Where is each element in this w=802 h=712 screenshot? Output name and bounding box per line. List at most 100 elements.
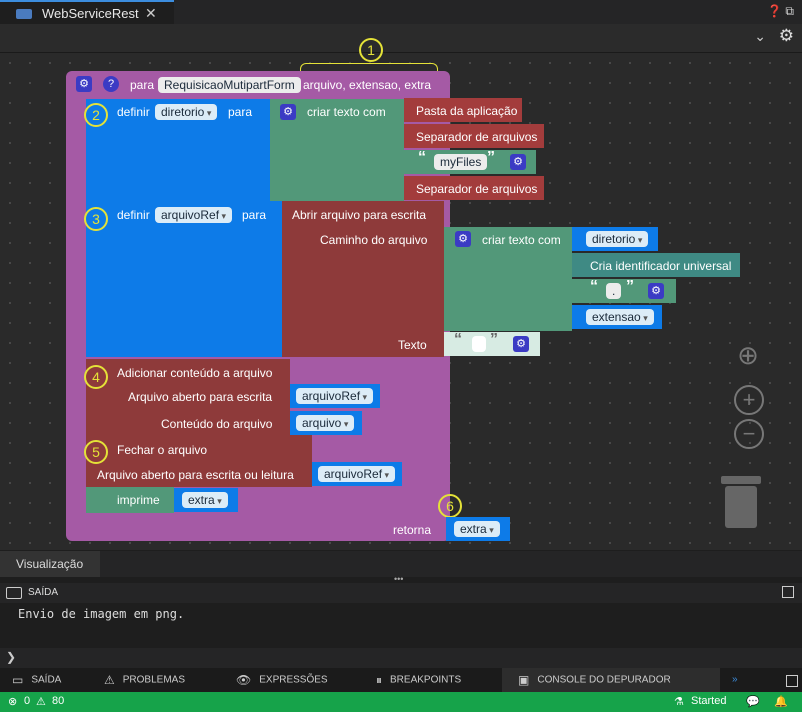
gear-icon[interactable]: ⚙ <box>648 283 664 299</box>
visualization-bar <box>100 551 802 577</box>
var-dropdown-arquivoref[interactable]: arquivoRef <box>296 388 374 404</box>
quote-open: “ <box>418 149 426 166</box>
var-dropdown-diretorio[interactable]: diretorio <box>155 104 218 120</box>
append-file-block[interactable] <box>86 359 290 435</box>
resize-grip[interactable]: ••• <box>394 574 404 584</box>
var-dropdown-extra[interactable]: extra <box>182 492 228 508</box>
annotation-3: 3 <box>84 207 108 231</box>
error-count[interactable]: 0 <box>24 695 31 707</box>
console-prompt[interactable]: ❯ <box>0 648 802 668</box>
flask-icon: ⚗ <box>674 696 684 708</box>
tab-label: Visualização <box>16 557 84 571</box>
tab-visualizacao[interactable]: Visualização <box>0 551 100 577</box>
close-file-block[interactable] <box>86 435 312 487</box>
item-app-folder[interactable] <box>404 98 522 122</box>
help-icon[interactable]: ❓ <box>767 4 783 18</box>
maximize-icon[interactable] <box>782 586 794 598</box>
annotation-5: 5 <box>84 440 108 464</box>
tab-label: CONSOLE DO DEPURADOR <box>537 674 671 686</box>
prompt-chevron-icon: ❯ <box>6 650 17 664</box>
gear-icon[interactable]: ⚙ <box>778 26 794 45</box>
chevron-down-icon[interactable]: ⌄ <box>754 28 766 44</box>
toolbar <box>0 24 802 53</box>
gear-icon[interactable]: ⚙ <box>510 154 526 170</box>
error-icon: ⊗ <box>8 696 18 708</box>
set-keyword: definir <box>117 208 150 222</box>
trash-icon[interactable] <box>725 486 757 528</box>
set-arquivoref-block[interactable] <box>86 201 284 357</box>
output-header: SAÍDA <box>0 583 802 603</box>
uuid-block[interactable] <box>572 253 740 277</box>
text-field-dot[interactable]: . <box>606 283 622 299</box>
annotation-2: 2 <box>84 103 108 127</box>
open-file-label: Abrir arquivo para escrita <box>292 208 427 222</box>
annotation-6: 6 <box>438 494 462 518</box>
uuid-label: Cria identificador universal <box>590 259 732 273</box>
proc-name-field[interactable]: RequisicaoMutipartForm <box>158 77 301 93</box>
text-field-empty[interactable] <box>472 336 486 352</box>
gear-icon[interactable]: ⚙ <box>455 231 471 247</box>
proc-params: arquivo, extensao, extra <box>303 78 432 92</box>
set-keyword: definir <box>117 105 150 119</box>
tab-label: SAÍDA <box>31 674 62 686</box>
warning-icon: ⚠ <box>104 673 115 687</box>
gear-icon[interactable]: ⚙ <box>76 76 92 92</box>
restore-icon[interactable]: ⧉ <box>785 4 794 18</box>
warning-count[interactable]: 80 <box>52 695 65 707</box>
top-right-controls: ❓ ⧉ <box>767 4 794 19</box>
center-target-icon[interactable]: ⊕ <box>737 340 759 370</box>
quote-open: “ <box>590 278 598 295</box>
return-label: retorna <box>393 523 432 537</box>
open-file-block[interactable] <box>282 201 444 357</box>
item-file-separator[interactable] <box>404 124 544 148</box>
tab-breakpoints[interactable]: ⏸BREAKPOINTS <box>376 668 496 692</box>
append-title: Adicionar conteúdo a arquivo <box>117 366 273 380</box>
print-label: imprime <box>117 493 160 507</box>
item-label: Separador de arquivos <box>416 130 538 144</box>
gear-icon[interactable]: ⚙ <box>280 104 296 120</box>
quote-open: “ <box>454 331 462 348</box>
gear-icon[interactable]: ⚙ <box>513 336 529 352</box>
output-body: Envio de imagem em png. <box>0 603 802 648</box>
quote-close: ” <box>487 149 495 166</box>
item-label: Separador de arquivos <box>416 182 538 196</box>
tab-expressoes[interactable]: 👁EXPRESSÕES <box>236 668 356 692</box>
close-title: Fechar o arquivo <box>117 443 208 457</box>
output-text: Envio de imagem em png. <box>18 607 185 621</box>
editor-tab[interactable]: WebServiceRest ✕ <box>0 0 174 24</box>
close-icon[interactable]: ✕ <box>145 5 157 21</box>
zoom-in-icon[interactable]: + <box>734 385 764 415</box>
print-block[interactable] <box>86 487 174 513</box>
set-to: para <box>228 105 253 119</box>
item-file-separator[interactable] <box>404 176 544 200</box>
text-field-myfiles[interactable]: myFiles <box>434 154 488 170</box>
var-dropdown-arquivo[interactable]: arquivo <box>296 415 355 431</box>
console-icon: ▣ <box>518 673 530 687</box>
status-bar: ⊗ 0 ⚠ 80 ⚗ Started 💬 🔔 <box>0 692 802 712</box>
maximize-icon[interactable] <box>786 675 798 687</box>
var-dropdown-extensao[interactable]: extensao <box>586 309 654 325</box>
text-label: Texto <box>398 338 427 352</box>
quote-close: ” <box>626 278 634 295</box>
set-to: para <box>242 208 267 222</box>
var-dropdown-arquivoref[interactable]: arquivoRef <box>318 466 396 482</box>
tab-saida[interactable]: ▭ SAÍDA <box>12 668 92 692</box>
blocks-workspace[interactable]: 1 ⚙ ? para RequisicaoMutipartForm arquiv… <box>0 38 802 550</box>
output-icon <box>6 587 22 599</box>
zoom-out-icon[interactable]: − <box>734 419 764 449</box>
help-icon[interactable]: ? <box>103 76 119 92</box>
started-status[interactable]: Started <box>691 695 727 707</box>
output-icon: ▭ <box>12 673 24 687</box>
trash-lid <box>721 476 761 484</box>
bell-icon[interactable]: 🔔 <box>774 696 788 708</box>
proc-keyword: para <box>130 78 155 92</box>
var-dropdown-extra[interactable]: extra <box>454 521 500 537</box>
more-tabs-icon[interactable]: » <box>732 674 738 685</box>
var-dropdown-arquivoref[interactable]: arquivoRef <box>155 207 233 223</box>
chat-icon[interactable]: 💬 <box>746 696 760 708</box>
create-text-label: criar texto com <box>307 105 386 119</box>
tab-console-depurador[interactable]: ▣ CONSOLE DO DEPURADOR <box>502 668 720 692</box>
tab-problemas[interactable]: ⚠PROBLEMAS <box>104 668 224 692</box>
path-label: Caminho do arquivo <box>320 233 428 247</box>
var-dropdown-diretorio[interactable]: diretorio <box>586 231 649 247</box>
